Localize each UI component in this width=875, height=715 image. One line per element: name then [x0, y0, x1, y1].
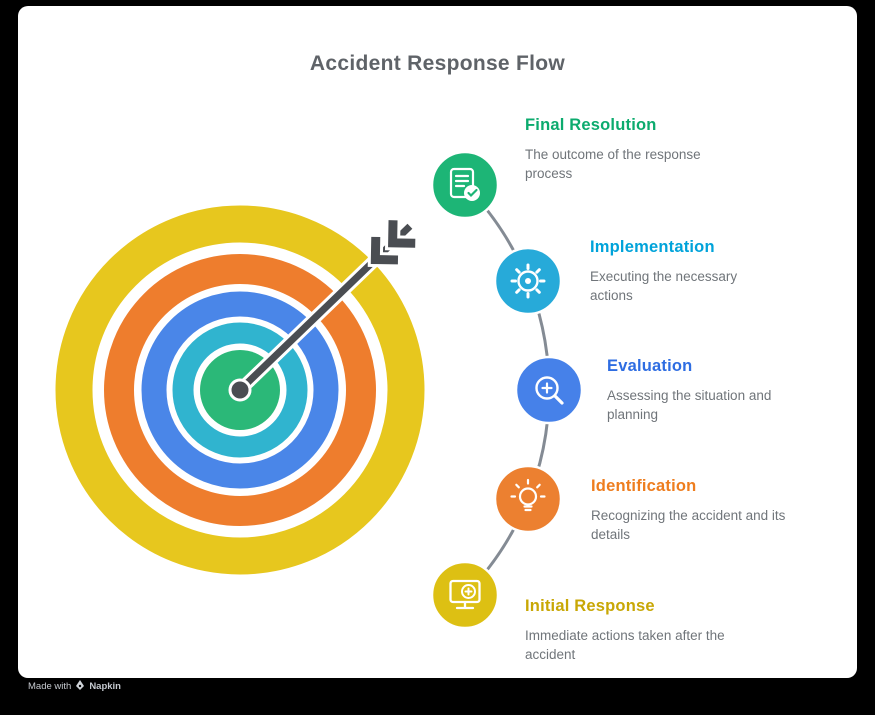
arrow-fletching — [370, 236, 399, 265]
arrow-impact-dot — [228, 378, 252, 402]
gear-icon — [510, 263, 546, 299]
stage-label: Implementation — [590, 238, 715, 256]
stage-node-evaluation — [514, 355, 584, 425]
target-ring-orange — [104, 254, 376, 526]
stage-description: Assessing the situation and planning — [607, 388, 772, 423]
stage-node-final-resolution — [430, 150, 500, 220]
arrow — [235, 220, 416, 395]
stage-node-identification — [493, 464, 563, 534]
stage-node-initial-response — [430, 560, 500, 630]
lightbulb-icon — [510, 478, 546, 512]
stage-description: The outcome of the response process — [525, 147, 701, 182]
stage-label: Evaluation — [607, 357, 693, 375]
stage-text-evaluation: Evaluation Assessing the situation and p… — [607, 357, 802, 424]
stage-label: Identification — [591, 477, 697, 495]
stage-text-implementation: Implementation Executing the necessary a… — [590, 238, 765, 305]
stage-text-identification: Identification Recognizing the accident … — [591, 477, 801, 544]
target-ring-yellow — [55, 205, 425, 575]
stage-label: Final Resolution — [525, 116, 657, 134]
magnifier-plus-icon — [535, 376, 564, 405]
stage-text-final-resolution: Final Resolution The outcome of the resp… — [525, 116, 725, 183]
made-with-text: Made with — [28, 681, 72, 692]
stage-text-initial-response: Initial Response Immediate actions taken… — [525, 597, 737, 664]
diagram-title: Accident Response Flow — [309, 52, 566, 75]
napkin-logo-icon — [75, 680, 85, 693]
stage-description: Executing the necessary actions — [590, 269, 738, 304]
monitor-medical-icon — [449, 579, 481, 610]
stage-label: Initial Response — [525, 597, 655, 615]
napkin-brand-text: Napkin — [89, 681, 121, 692]
stage-node-implementation — [493, 246, 563, 316]
arrow-fletching — [388, 220, 416, 248]
made-with-napkin: Made with Napkin — [28, 680, 121, 693]
document-check-icon — [449, 167, 480, 201]
stage-description: Recognizing the accident and its details — [591, 508, 786, 543]
target-ring-blue — [141, 291, 339, 489]
stage-description: Immediate actions taken after the accide… — [525, 628, 725, 663]
target-ring-cyan — [172, 322, 308, 458]
